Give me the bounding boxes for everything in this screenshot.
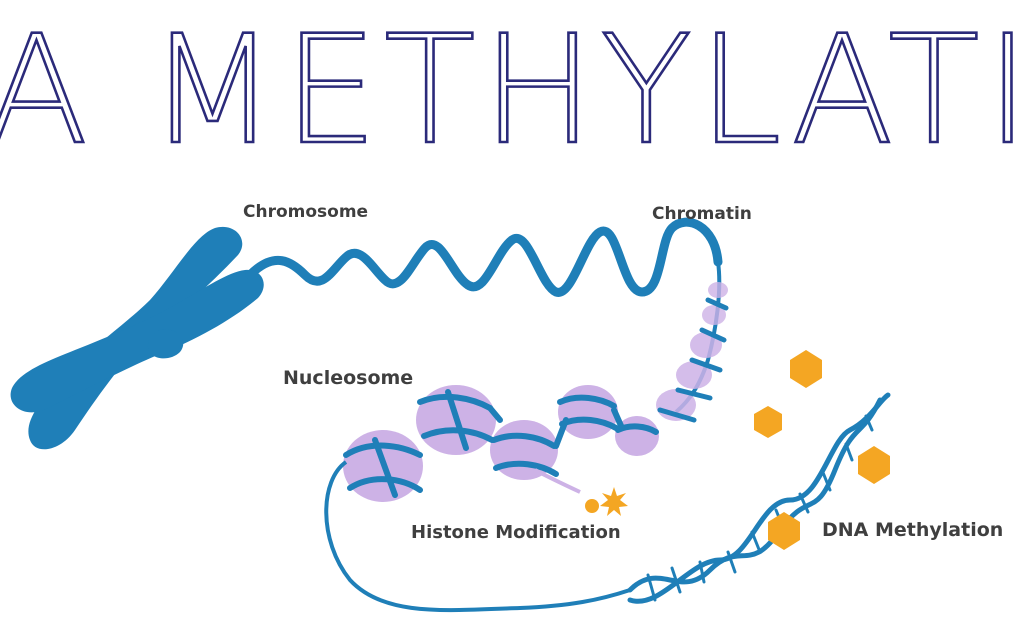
hexagon-icon	[858, 446, 890, 484]
label-histone-modification: Histone Modification	[411, 522, 621, 543]
star-burst-icon	[600, 487, 628, 516]
chromosome-icon	[11, 227, 264, 449]
hexagon-icon	[754, 406, 782, 438]
chromatin-coil	[656, 262, 728, 421]
label-chromatin: Chromatin	[652, 204, 752, 224]
label-dna-methylation: DNA Methylation	[822, 519, 1003, 541]
hexagon-icon	[768, 512, 800, 550]
histone-mark-circle	[585, 499, 599, 513]
chromatin-strand	[250, 222, 718, 292]
label-nucleosome: Nucleosome	[283, 367, 413, 389]
hexagon-icon	[790, 350, 822, 388]
label-chromosome: Chromosome	[243, 202, 368, 222]
